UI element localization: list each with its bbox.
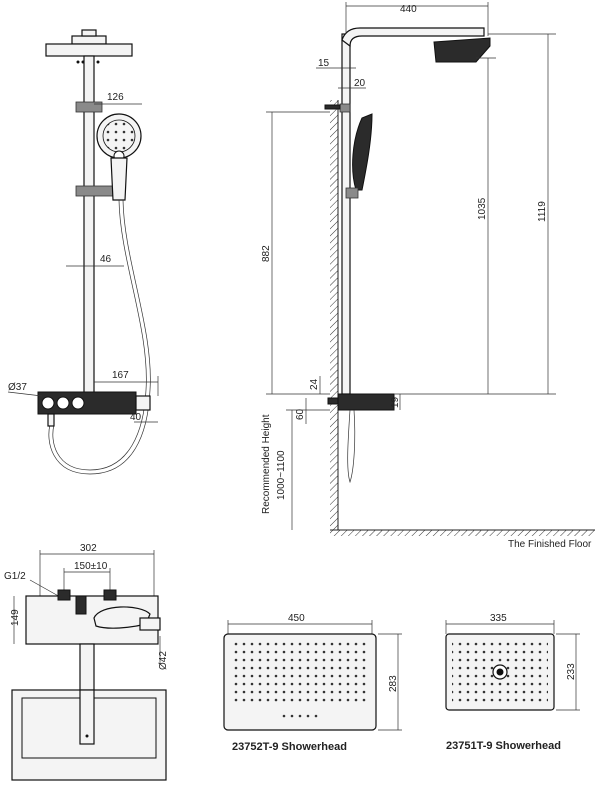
- dim-450: 450: [288, 613, 305, 624]
- side-wall: [330, 100, 338, 530]
- front-view: 126 46 167 40 Ø37: [7, 29, 159, 475]
- side-handshower: [352, 113, 373, 191]
- front-holder: [75, 185, 117, 197]
- dim-60: 60: [295, 408, 306, 420]
- front-head-nozzle: [81, 29, 97, 37]
- dim-233: 233: [566, 663, 577, 680]
- side-view: 440 15 20 882 1035 1119 24 60 19 Recomme…: [261, 2, 595, 550]
- dim-g12: G1/2: [4, 571, 26, 582]
- dim-150: 150±10: [74, 561, 108, 572]
- dim-1035: 1035: [477, 197, 488, 220]
- front-handshower-handle: [110, 157, 128, 201]
- side-floor: [330, 530, 595, 536]
- side-holder: [345, 187, 359, 199]
- top-view: 302 150±10 G1/2 149 Ø42: [4, 543, 169, 781]
- showerhead-large: 450 283 23752T-9 Showerhead: [223, 613, 402, 753]
- dim-302: 302: [80, 543, 97, 554]
- showerhead-small: 335 233 23751T-9 Showerhead: [445, 613, 580, 752]
- dim-19: 19: [390, 396, 401, 408]
- dim-283: 283: [388, 675, 399, 692]
- side-showerhead: [433, 37, 491, 63]
- front-upper-clamp: [75, 101, 103, 113]
- front-showerhead: [45, 43, 133, 57]
- dim-46: 46: [100, 254, 112, 265]
- caption-23752t-9: 23752T-9 Showerhead: [232, 741, 347, 753]
- side-top-arm: [341, 27, 485, 48]
- dim-24: 24: [309, 378, 320, 390]
- dim-335: 335: [490, 613, 507, 624]
- dim-diameter-42: Ø42: [158, 651, 169, 670]
- front-hose: [52, 199, 147, 471]
- showerhead-large-nozzles: [282, 712, 318, 720]
- dim-126: 126: [107, 92, 124, 103]
- dim-1119: 1119: [537, 201, 548, 222]
- dim-882: 882: [261, 245, 272, 262]
- dim-20: 20: [354, 78, 366, 89]
- front-knob-right: [71, 396, 85, 410]
- side-thermostat: [337, 393, 395, 411]
- dim-440: 440: [400, 4, 417, 15]
- dim-40: 40: [130, 412, 142, 423]
- recommended-height-value: 1000~1100: [276, 450, 287, 500]
- dim-149: 149: [10, 609, 21, 626]
- finished-floor-label: The Finished Floor: [508, 539, 592, 550]
- dim-diameter-37: Ø37: [8, 382, 27, 393]
- recommended-height-label: Recommended Height: [261, 414, 272, 514]
- caption-23751t-9: 23751T-9 Showerhead: [446, 740, 561, 752]
- front-knob-left: [41, 396, 55, 410]
- side-hose: [347, 409, 356, 484]
- front-head-cap: [71, 35, 107, 45]
- dim-15: 15: [318, 58, 330, 69]
- front-knob-mid: [56, 396, 70, 410]
- dim-167: 167: [112, 370, 129, 381]
